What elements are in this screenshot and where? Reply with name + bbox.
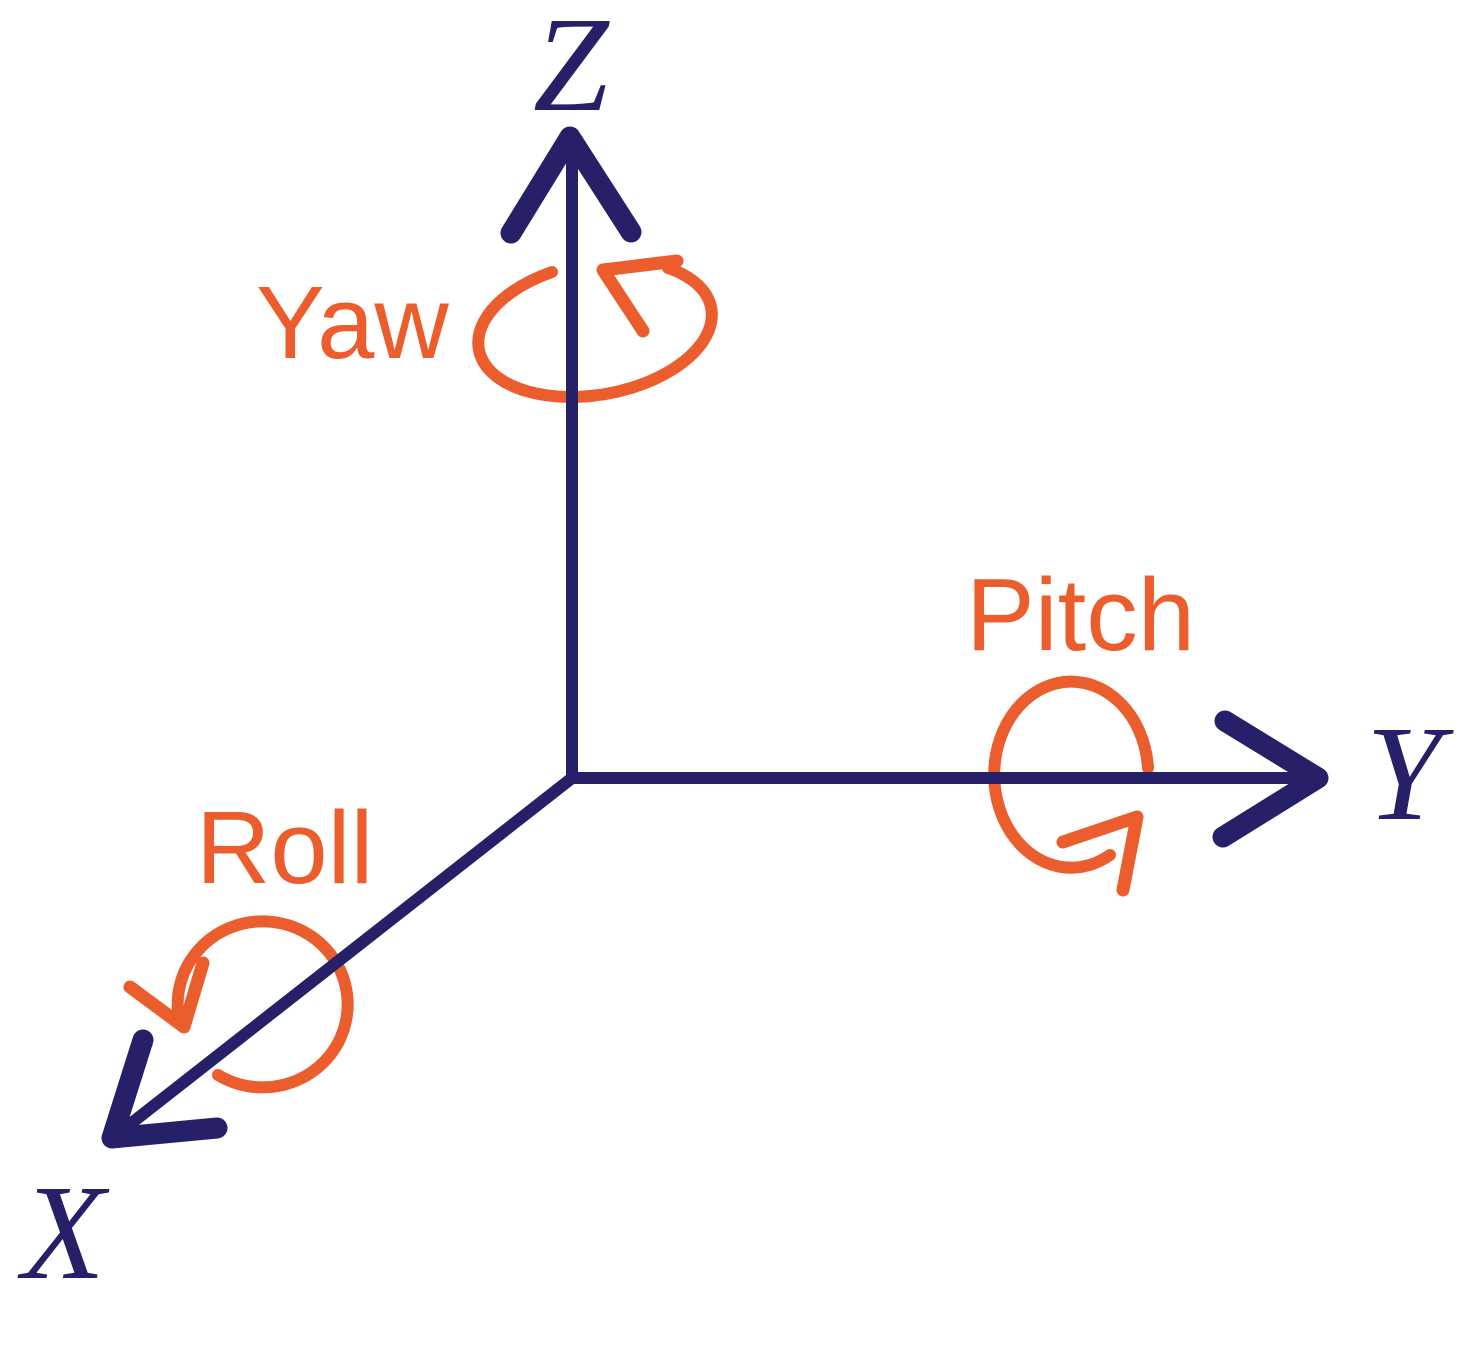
yaw-label: Yaw — [256, 265, 449, 380]
axis-labels: Z Y X — [17, 0, 1454, 1308]
rotation-labels: Yaw Pitch Roll — [196, 265, 1195, 905]
roll-arrowhead-icon — [123, 956, 210, 1034]
pitch-label: Pitch — [966, 557, 1195, 672]
yaw-rotation-arc — [472, 262, 718, 403]
pitch-arrowhead-icon — [1056, 810, 1144, 897]
x-axis-line — [109, 772, 578, 1142]
roll-label: Roll — [196, 790, 373, 905]
rotation-arrows — [123, 254, 1154, 1094]
coordinate-axes — [101, 126, 1329, 1149]
x-axis-arrowhead-icon — [101, 1029, 228, 1149]
y-axis-arrowhead-icon — [1212, 710, 1329, 848]
y-axis-label: Y — [1366, 699, 1454, 849]
yaw-arrowhead-icon — [596, 254, 684, 338]
z-axis-label: Z — [533, 0, 610, 140]
x-axis-label: X — [17, 1158, 110, 1308]
pitch-rotation-arc — [988, 675, 1154, 874]
z-axis-arrowhead-icon — [500, 126, 642, 244]
